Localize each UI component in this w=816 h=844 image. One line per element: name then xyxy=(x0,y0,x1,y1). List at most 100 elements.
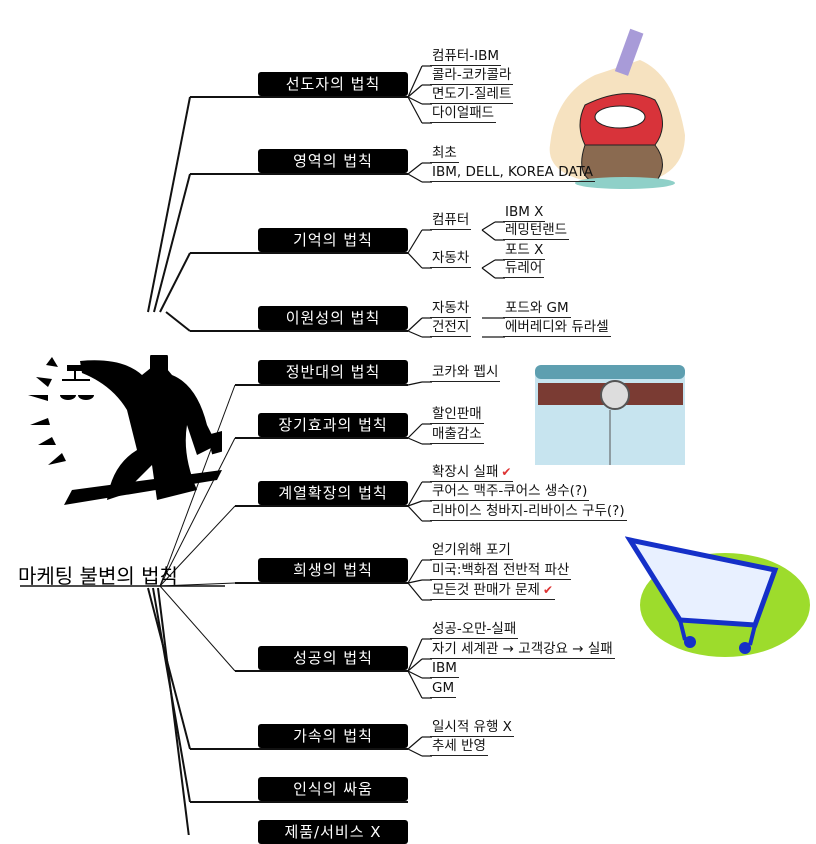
branch-text: 할인판매 xyxy=(432,406,482,422)
connector xyxy=(407,670,423,679)
connector xyxy=(407,96,423,105)
connector xyxy=(153,173,191,313)
connector xyxy=(407,638,423,672)
branch-text: 건전지 xyxy=(432,319,470,335)
jeans-belt-illustration xyxy=(535,365,685,465)
branch-item: 리바이스 청바지-리바이스 구두(?) xyxy=(430,503,627,521)
connector xyxy=(407,162,423,175)
branch-item: 코카와 펩시 xyxy=(430,364,501,382)
branch-text: 모든것 판매가 문제 xyxy=(432,582,540,598)
connector xyxy=(407,330,423,338)
branch-item: 미국:백화점 전반적 파산 xyxy=(430,562,572,580)
check-icon: ✔ xyxy=(501,465,512,479)
connector xyxy=(481,229,496,241)
connector xyxy=(407,173,423,183)
law-node: 영역의 법칙 xyxy=(258,149,408,173)
connector xyxy=(481,267,496,279)
connector xyxy=(157,587,190,835)
connector xyxy=(407,579,423,584)
branch-item: IBM xyxy=(430,660,459,678)
branch-text: GM xyxy=(432,680,455,696)
branch-text: 리바이스 청바지-리바이스 구두(?) xyxy=(432,503,625,519)
branch-item: 추세 반영 xyxy=(430,738,488,756)
branch-text: IBM, DELL, KOREA DATA xyxy=(432,164,593,180)
sub-branch-item: 듀레어 xyxy=(503,260,545,278)
law-node: 가속의 법칙 xyxy=(258,724,408,748)
connector xyxy=(407,229,423,254)
branch-item: 매출감소 xyxy=(430,426,484,444)
connector xyxy=(147,96,191,313)
branch-item: 건전지 xyxy=(430,319,472,337)
branch-item: 컴퓨터 xyxy=(430,212,472,230)
branch-text: 미국:백화점 전반적 파산 xyxy=(432,562,570,578)
connector xyxy=(159,505,236,587)
connector xyxy=(159,384,236,587)
connector xyxy=(407,381,423,386)
connector xyxy=(407,505,423,522)
branch-item: 자동차 xyxy=(430,300,472,318)
law-node: 제품/서비스 X xyxy=(258,820,408,844)
branch-item: GM xyxy=(430,680,457,698)
branch-text: 최초 xyxy=(432,145,457,161)
branch-text: 추세 반영 xyxy=(432,738,486,754)
branch-text: 확장시 실패 xyxy=(432,464,499,480)
branch-text: 매출감소 xyxy=(432,426,482,442)
branch-item: 얻기위해 포기 xyxy=(430,542,513,560)
branch-item: 콜라-코카콜라 xyxy=(430,67,514,85)
connector xyxy=(407,252,423,269)
branch-text: 일시적 유행 X xyxy=(432,719,512,735)
law-node: 정반대의 법칙 xyxy=(258,360,408,384)
connector xyxy=(407,437,423,445)
branch-text: 얻기위해 포기 xyxy=(432,542,511,558)
sub-branch-item: 포드 X xyxy=(503,242,546,260)
root-topic: 마케팅 불변의 법칙 xyxy=(18,564,178,588)
branch-item: 일시적 유행 X xyxy=(430,719,514,737)
connector xyxy=(481,221,496,231)
law-node: 장기효과의 법칙 xyxy=(258,413,408,437)
connector xyxy=(407,317,423,332)
law-node: 계열확장의 법칙 xyxy=(258,481,408,505)
law-node: 선도자의 법칙 xyxy=(258,72,408,96)
sub-branch-item: 레밍턴랜드 xyxy=(503,222,570,240)
law-node: 이원성의 법칙 xyxy=(258,306,408,330)
connector xyxy=(407,736,423,750)
sub-branch-item: 에버레디와 듀라셀 xyxy=(503,319,611,337)
branch-text: 다이얼패드 xyxy=(432,105,495,121)
connector xyxy=(407,481,423,507)
connector xyxy=(407,582,423,601)
sub-branch-item: 포드와 GM xyxy=(503,300,571,318)
branch-text: 자기 세계관 → 고객강요 → 실패 xyxy=(432,641,613,657)
connector xyxy=(159,585,236,672)
branch-item: 자동차 xyxy=(430,250,472,268)
shopping-cart-illustration xyxy=(625,536,810,657)
connector xyxy=(407,670,423,699)
connector xyxy=(407,748,423,757)
branch-text: 성공-오만-실패 xyxy=(432,621,517,637)
branch-item: 최초 xyxy=(430,145,459,163)
branch-item: 모든것 판매가 문제✔ xyxy=(430,582,556,600)
connector xyxy=(407,658,423,672)
branch-item: 쿠어스 맥주-쿠어스 생수(?) xyxy=(430,483,590,501)
law-node: 희생의 법칙 xyxy=(258,558,408,582)
branch-text: IBM xyxy=(432,660,457,676)
law-node: 기억의 법칙 xyxy=(258,228,408,252)
businessman-scale-illustration xyxy=(28,355,222,505)
branch-text: 자동차 xyxy=(432,250,470,266)
law-node: 인식의 싸움 xyxy=(258,777,408,801)
branch-text: 자동차 xyxy=(432,300,470,316)
connector xyxy=(407,84,423,98)
connector xyxy=(159,437,236,587)
sub-branch-item: IBM X xyxy=(503,204,546,222)
branch-item: IBM, DELL, KOREA DATA xyxy=(430,164,595,182)
connector xyxy=(165,311,191,332)
connector xyxy=(159,252,191,313)
branch-item: 할인판매 xyxy=(430,406,484,424)
branch-text: 쿠어스 맥주-쿠어스 생수(?) xyxy=(432,483,588,499)
branch-text: 코카와 펩시 xyxy=(432,364,499,380)
branch-item: 다이얼패드 xyxy=(430,105,497,123)
connector xyxy=(407,65,423,98)
connector xyxy=(481,259,496,269)
branch-item: 자기 세계관 → 고객강요 → 실패 xyxy=(430,641,615,659)
branch-item: 성공-오만-실패 xyxy=(430,621,519,639)
law-node: 성공의 법칙 xyxy=(258,646,408,670)
